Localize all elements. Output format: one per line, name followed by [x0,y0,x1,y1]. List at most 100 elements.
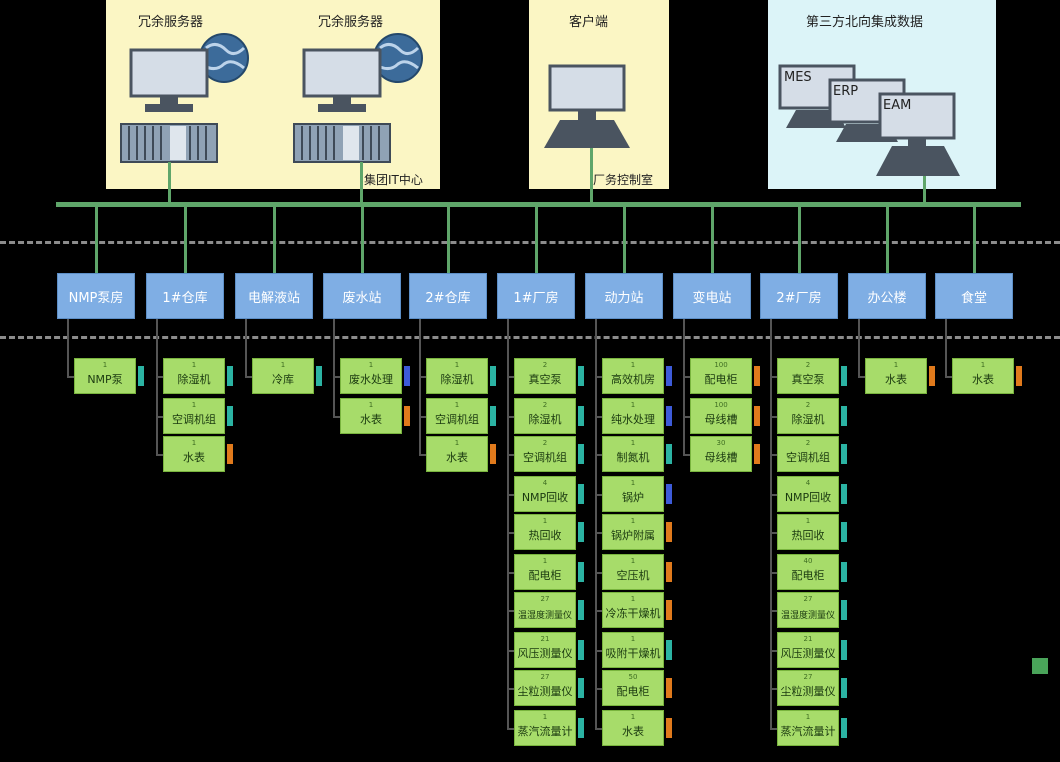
device-status-indicator-icon [227,406,233,426]
site-box[interactable]: 动力站 [585,273,663,319]
device-branch-line [770,572,777,574]
device-status-indicator-icon [227,444,233,464]
device-label: 水表 [360,413,382,426]
device-label: 空调机组 [435,413,479,426]
device-branch-line [156,416,163,418]
device-trunk-line [67,319,69,376]
device-branch-line [333,416,340,418]
device-count: 1 [368,361,374,369]
device-count: 1 [542,517,548,525]
device-status-indicator-icon [578,562,584,582]
device-branch-line [770,416,777,418]
device-label: 温湿度测量仪 [780,611,835,621]
device-label: 吸附干燥机 [605,647,661,660]
device-branch-line [507,650,514,652]
device-branch-line [245,376,252,378]
device-label: 冷冻干燥机 [605,607,661,620]
device-branch-line [507,532,514,534]
site-box[interactable]: 变电站 [673,273,751,319]
device-label: 水表 [885,373,907,386]
device-label: 制氮机 [616,451,650,464]
device-status-indicator-icon [578,484,584,504]
device-label: 母线槽 [704,413,738,426]
device-status-indicator-icon [138,366,144,386]
site-box[interactable]: 2#仓库 [409,273,487,319]
device-branch-line [595,376,602,378]
site-box[interactable]: 食堂 [935,273,1013,319]
device-label: 锅炉附属 [611,529,655,542]
device-count: 1 [630,635,636,643]
site-box[interactable]: 废水站 [323,273,401,319]
device-label: 真空泵 [791,373,825,386]
device-branch-line [507,688,514,690]
site-box[interactable]: 2#厂房 [760,273,838,319]
site-box[interactable]: 1#厂房 [497,273,575,319]
device-branch-line [507,728,514,730]
device-label: 除湿机 [440,373,474,386]
device-count: 1 [630,557,636,565]
device-count: 1 [102,361,108,369]
network-drop [95,206,98,273]
device-status-indicator-icon [841,600,847,620]
panel-uplink-2 [360,162,363,204]
device-box[interactable]: 1 吸附干燥机 [602,632,664,668]
device-label: 除湿机 [791,413,825,426]
site-box[interactable]: 1#仓库 [146,273,224,319]
device-branch-line [595,688,602,690]
device-trunk-line [156,319,158,454]
device-status-indicator-icon [316,366,322,386]
device-trunk-line [595,319,597,728]
site-box[interactable]: 办公楼 [848,273,926,319]
site-box[interactable]: NMP泵房 [57,273,135,319]
device-branch-line [945,376,952,378]
device-count: 1 [454,439,460,447]
device-count: 1 [280,361,286,369]
site-box[interactable]: 电解液站 [235,273,313,319]
device-count: 100 [714,361,728,369]
